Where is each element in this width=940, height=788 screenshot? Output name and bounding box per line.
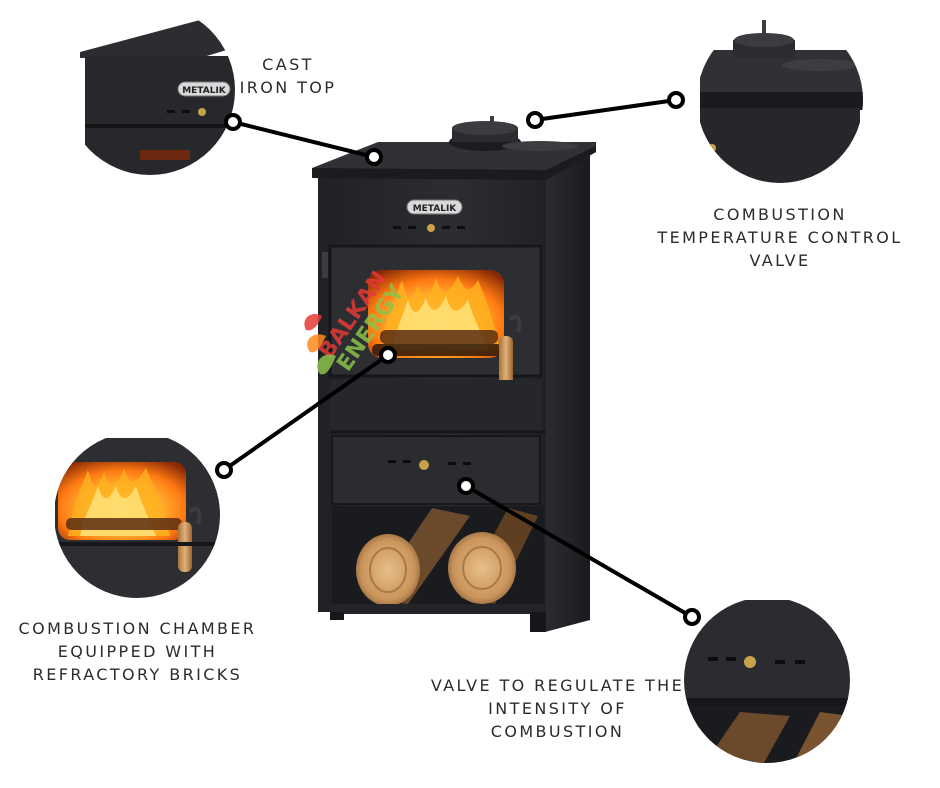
label-cast-iron-top: CAST IRON TOP [238, 53, 338, 99]
label-line: INTENSITY OF [488, 699, 627, 718]
label-combustion-chamber: COMBUSTION CHAMBER EQUIPPED WITH REFRACT… [10, 617, 265, 686]
label-line: CAST [262, 55, 314, 74]
zoom-circle-temperature-valve [697, 17, 863, 183]
label-line: IRON TOP [239, 78, 337, 97]
temperature-control-knob [427, 224, 435, 232]
label-line: COMBUSTION CHAMBER [18, 619, 257, 638]
label-intensity-valve: VALVE TO REGULATE THE INTENSITY OF COMBU… [430, 674, 685, 743]
logs [356, 508, 538, 606]
callout-dot [224, 113, 242, 131]
intensity-valve-slots [388, 460, 471, 465]
door-handle [499, 336, 513, 392]
label-line: TEMPERATURE CONTROL [657, 228, 903, 247]
stove-main: METALIK [312, 116, 596, 632]
callout-lines [215, 91, 701, 626]
zoom-circle-intensity-valve [684, 597, 850, 763]
callout-dot [457, 477, 475, 495]
label-line: EQUIPPED WITH [57, 642, 218, 661]
callout-dot [683, 608, 701, 626]
label-line: COMBUSTION [490, 722, 625, 741]
callout-dot [365, 148, 383, 166]
temperature-control-slots [393, 226, 465, 229]
label-temperature-control-valve: COMBUSTION TEMPERATURE CONTROL VALVE [650, 203, 910, 272]
stove-side-panel [545, 155, 590, 632]
callout-dot [379, 346, 397, 364]
callout-dot [526, 111, 544, 129]
label-line: REFRACTORY BRICKS [32, 665, 243, 684]
leaf-icon [304, 313, 336, 375]
zoom-logo-text: METALIK [182, 86, 227, 96]
zoom-circle-cast-iron-top: METALIK [65, 5, 235, 175]
callout-dot [215, 461, 233, 479]
metalik-logo-plate [406, 199, 463, 215]
callout-dot [667, 91, 685, 109]
label-line: VALVE TO REGULATE THE [430, 676, 685, 695]
intensity-valve-knob [419, 460, 429, 470]
label-line: COMBUSTION [713, 205, 847, 224]
ash-drawer [331, 435, 541, 505]
label-line: VALVE [749, 251, 811, 270]
metalik-logo-text: METALIK [413, 204, 458, 214]
zoom-circle-combustion-chamber [54, 432, 220, 598]
